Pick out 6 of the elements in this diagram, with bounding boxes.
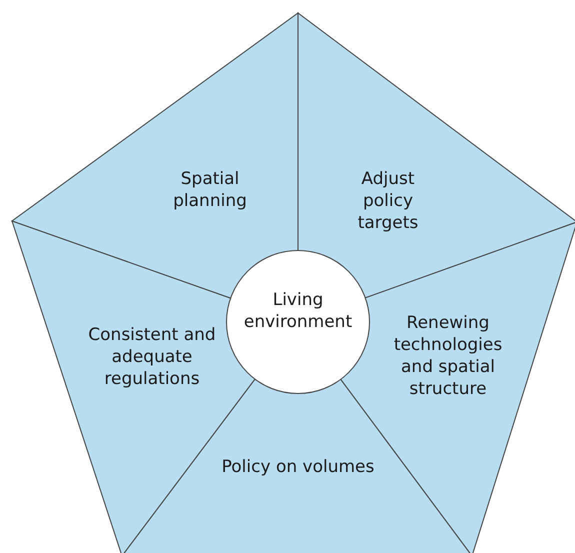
center-label: Living environment (242, 289, 354, 333)
segment-label: Policy on volumes (220, 456, 376, 478)
segment-label: Spatial planning (172, 168, 248, 212)
segment-label: Consistent and adequate regulations (87, 324, 217, 390)
segment-label: Renewing technologies and spatial structure (392, 312, 504, 400)
segment-label: Adjust policy targets (356, 168, 420, 234)
